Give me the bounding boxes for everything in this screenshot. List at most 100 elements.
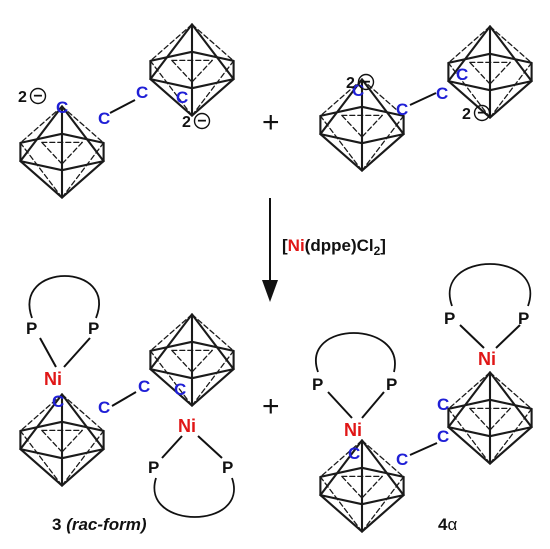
cage-edge [190, 50, 235, 62]
cage-edge [149, 23, 194, 81]
cage-edge [360, 105, 405, 117]
cc-bond [409, 442, 438, 456]
cage-edge [447, 398, 492, 410]
svg-text:−: − [197, 113, 206, 130]
cage-edge [171, 59, 193, 83]
cage-edge [360, 494, 405, 506]
ni-p-bond [459, 324, 485, 349]
cage-edge [191, 23, 235, 62]
ni-p-bond [63, 337, 91, 368]
cage-edge [60, 448, 105, 487]
charge-label: 2 − [462, 104, 491, 123]
cage-edge [361, 114, 383, 138]
phosphorus-atom: P [26, 319, 37, 338]
cage-edge [319, 439, 363, 478]
cage-edge [361, 115, 405, 172]
cage-edge [19, 132, 64, 144]
cage-edge [19, 448, 64, 460]
carbon-atom: C [396, 450, 408, 469]
cage-edge [190, 368, 235, 407]
cage-edge [360, 494, 405, 533]
nickel-atom: Ni [344, 420, 362, 440]
cage-edge [60, 160, 105, 199]
cage-edge [190, 23, 235, 81]
carbon-atom: C [98, 109, 110, 128]
cage-edge [19, 160, 64, 199]
cage-edge [489, 371, 533, 410]
cage-edge [488, 52, 533, 64]
carbon-atom: C [437, 395, 449, 414]
cage-edge [41, 429, 63, 453]
cage-edge [361, 476, 405, 533]
cage-edge [191, 349, 213, 373]
carborane-cage [149, 313, 235, 407]
phosphorus-atom: P [386, 375, 397, 394]
cage-edge [149, 368, 194, 380]
cage-edge [489, 407, 511, 431]
cage-edge [190, 313, 235, 371]
carbon-atom: C [396, 100, 408, 119]
cage-edge [319, 466, 364, 478]
cage-edge [191, 350, 235, 407]
cage-edge [319, 494, 364, 506]
charge-label: 2 − [18, 87, 47, 106]
cage-edge [488, 80, 533, 92]
cc-bond [109, 99, 136, 114]
cage-edge [360, 466, 405, 478]
phosphorus-atom: P [88, 319, 99, 338]
charge-label: 2 − [346, 73, 375, 92]
cage-edge [489, 61, 511, 85]
cage-edge [319, 105, 364, 117]
ni-p-bond [361, 391, 385, 419]
carbon-atom: C [138, 377, 150, 396]
cage-edge [447, 25, 492, 83]
cage-edge [149, 368, 194, 407]
svg-text:−: − [361, 74, 370, 91]
cage-edge [447, 426, 492, 465]
cage-edge [19, 105, 63, 144]
cage-edge [341, 475, 363, 499]
cage-edge [447, 52, 492, 64]
cage-edge [171, 349, 193, 373]
carbon-atom: C [174, 380, 186, 399]
cage-edge [488, 426, 533, 438]
ni-p-bond [39, 337, 57, 368]
cage-edge [190, 78, 235, 90]
cage-edge [319, 494, 364, 533]
nickel-atom: Ni [478, 349, 496, 369]
charge-label: 2 − [182, 112, 211, 131]
product-3-caption: 3 (rac-form) [52, 515, 147, 534]
svg-text:2: 2 [182, 114, 191, 131]
dppe-bridge [448, 263, 532, 307]
cage-edge [361, 78, 405, 117]
cage-edge [360, 133, 405, 172]
carborane-cage [19, 105, 105, 199]
carborane-cage [149, 23, 235, 117]
product-4-alpha-caption: 4α [438, 515, 457, 534]
plus-sign: + [262, 106, 280, 139]
cage-edge [149, 23, 193, 62]
cage-edge [19, 393, 63, 432]
cage-edge [361, 439, 405, 478]
cage-edge [61, 430, 105, 487]
carbon-atom: C [176, 88, 188, 107]
cage-edge [190, 78, 235, 117]
cage-edge [488, 426, 533, 465]
cage-edge [61, 429, 83, 453]
cage-edge [319, 133, 364, 172]
cage-edge [447, 62, 491, 119]
carborane-cage [319, 439, 405, 533]
cage-edge [341, 114, 363, 138]
ni-p-bond [197, 435, 223, 459]
cage-edge [488, 398, 533, 410]
cage-edge [469, 407, 491, 431]
carborane-cage [447, 25, 533, 119]
cage-edge [60, 132, 105, 144]
phosphorus-atom: P [518, 309, 529, 328]
cage-edge [41, 141, 63, 165]
carbon-atom: C [352, 81, 364, 100]
cage-edge [191, 313, 235, 352]
carborane-cage [19, 393, 105, 487]
svg-text:2: 2 [18, 89, 27, 106]
cage-edge [319, 476, 363, 533]
